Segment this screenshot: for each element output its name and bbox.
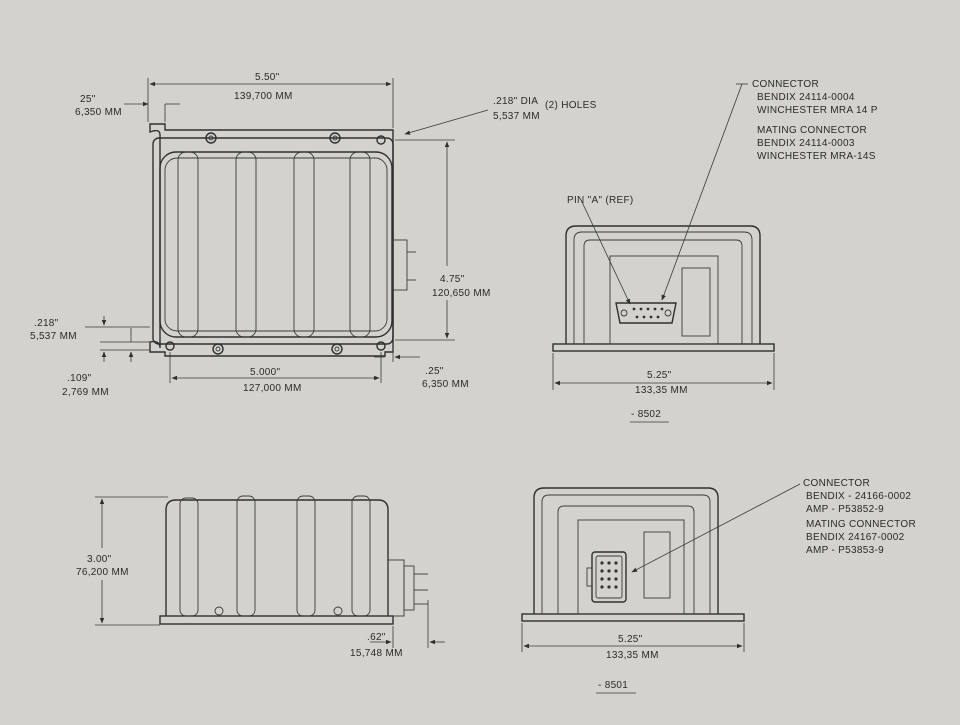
width-in-label: 5.50" bbox=[255, 72, 280, 83]
mating-8502-line-1: BENDIX 24114-0003 bbox=[757, 138, 855, 149]
width-8502-mm-label: 133,35 MM bbox=[635, 385, 688, 396]
side-offset-in-label: .62" bbox=[367, 632, 386, 643]
top-view: 5.50" 139,700 MM 25" 6,350 MM .218" DIA … bbox=[30, 72, 597, 398]
pin-ref-label: PIN "A" (REF) bbox=[567, 195, 634, 206]
side-offset-mm-label: 15,748 MM bbox=[350, 648, 403, 659]
height-in-label: 4.75" bbox=[440, 274, 465, 285]
side-height-mm-label: 76,200 MM bbox=[76, 567, 129, 578]
connector-8501-line-1: BENDIX - 24166-0002 bbox=[806, 491, 911, 502]
side-view: 3.00" 76,200 MM .62" 15,748 MM bbox=[76, 495, 445, 659]
part-8501-label: - 8501 bbox=[598, 680, 628, 691]
connector-8501-line-2: AMP - P53852-9 bbox=[806, 504, 884, 515]
mount-screw-br bbox=[331, 343, 343, 355]
mating-8502-title: MATING CONNECTOR bbox=[757, 125, 867, 136]
hole-dia-mm-label: 5,537 MM bbox=[493, 111, 540, 122]
edge-in-label: 25" bbox=[80, 94, 96, 105]
connector-8502-title: CONNECTOR bbox=[752, 79, 819, 90]
left-mm-label: 5,537 MM bbox=[30, 331, 77, 342]
hole-spacing-in-label: 5.000" bbox=[250, 367, 281, 378]
mount-screw-tr bbox=[329, 132, 341, 144]
mount-screw-tl bbox=[205, 132, 217, 144]
edge-mm-label: 6,350 MM bbox=[75, 107, 122, 118]
mating-8501-title: MATING CONNECTOR bbox=[806, 519, 916, 530]
width-mm-label: 139,700 MM bbox=[234, 91, 293, 102]
width-8502-in-label: 5.25" bbox=[647, 370, 672, 381]
connector-8502-line-2: WINCHESTER MRA 14 P bbox=[757, 105, 878, 116]
d-sub-connector-icon bbox=[615, 302, 677, 324]
bottom-right-mm-label: 6,350 MM bbox=[422, 379, 469, 390]
connector-8502-line-1: BENDIX 24114-0004 bbox=[757, 92, 855, 103]
bottom-right-in-label: .25" bbox=[425, 366, 444, 377]
mount-hole-bl bbox=[165, 341, 175, 351]
mount-screw-bl bbox=[212, 343, 224, 355]
lower-in-label: .109" bbox=[67, 373, 92, 384]
width-8501-in-label: 5.25" bbox=[618, 634, 643, 645]
mating-8502-line-2: WINCHESTER MRA-14S bbox=[757, 151, 876, 162]
mating-8501-line-2: AMP - P53853-9 bbox=[806, 545, 884, 556]
hole-count-label: (2) HOLES bbox=[545, 100, 597, 111]
mount-hole-br bbox=[376, 341, 386, 351]
mount-hole-tr bbox=[376, 135, 386, 145]
part-8502-label: - 8502 bbox=[631, 409, 661, 420]
left-in-label: .218" bbox=[34, 318, 59, 329]
lower-mm-label: 2,769 MM bbox=[62, 387, 109, 398]
height-mm-label: 120,650 MM bbox=[432, 288, 491, 299]
end-view-8501: CONNECTOR BENDIX - 24166-0002 AMP - P538… bbox=[521, 478, 916, 694]
width-8501-mm-label: 133,35 MM bbox=[606, 650, 659, 661]
hole-spacing-mm-label: 127,000 MM bbox=[243, 383, 302, 394]
side-height-in-label: 3.00" bbox=[87, 554, 112, 565]
mating-8501-line-1: BENDIX 24167-0002 bbox=[806, 532, 905, 543]
end-view-8502: CONNECTOR BENDIX 24114-0004 WINCHESTER M… bbox=[552, 79, 878, 423]
rect-connector-icon bbox=[586, 551, 627, 603]
connector-8501-title: CONNECTOR bbox=[803, 478, 870, 489]
hole-dia-in-label: .218" DIA bbox=[493, 96, 538, 107]
